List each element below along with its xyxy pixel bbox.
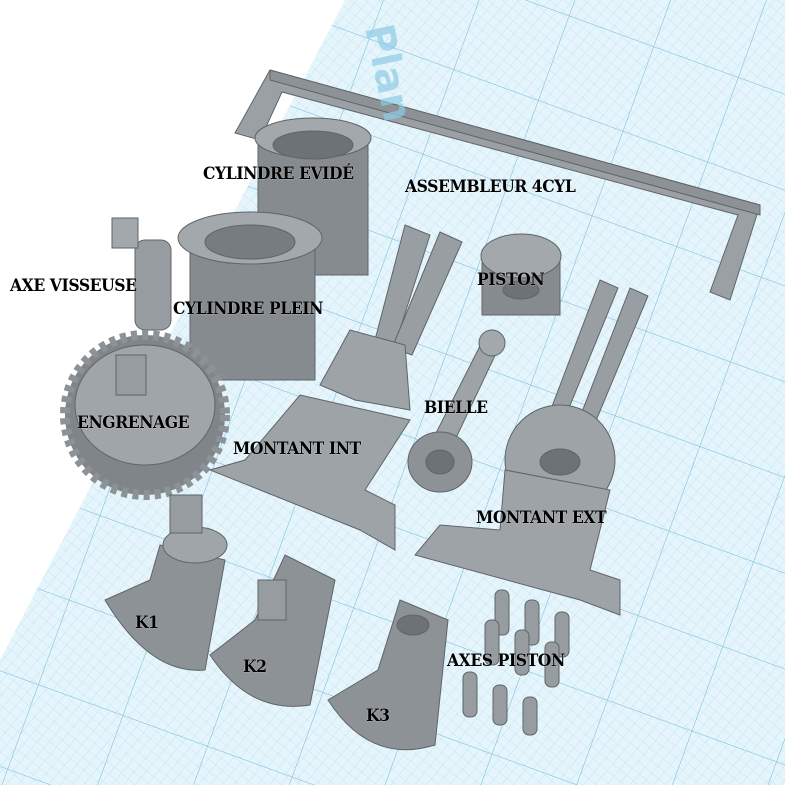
label-cylindre-plein: CYLINDRE PLEIN <box>173 299 324 319</box>
label-k1: K1 <box>135 613 159 633</box>
cylindre-plein-part[interactable] <box>177 211 323 381</box>
label-k3: K3 <box>366 706 390 726</box>
label-montant-int: MONTANT INT <box>233 439 361 459</box>
axes-piston-part[interactable] <box>462 589 570 736</box>
engrenage-part[interactable] <box>60 330 230 500</box>
montant-int-part[interactable] <box>208 224 463 551</box>
montant-ext-part[interactable] <box>414 279 649 616</box>
label-bielle: BIELLE <box>424 398 488 418</box>
k2-part[interactable] <box>209 554 336 707</box>
k3-part[interactable] <box>327 599 449 751</box>
label-k2: K2 <box>243 657 267 677</box>
label-assembleur-4cyl: ASSEMBLEUR 4CYL <box>405 177 576 197</box>
axe-visseuse-part[interactable] <box>111 217 172 331</box>
label-axes-piston: AXES PISTON <box>447 651 565 671</box>
piston-part[interactable] <box>480 233 562 316</box>
cylindre-evide-part[interactable] <box>254 117 372 276</box>
k1-part[interactable] <box>104 494 228 671</box>
label-axe-visseuse: AXE VISSEUSE <box>10 276 137 296</box>
label-cylindre-evide: CYLINDRE EVIDÉ <box>203 164 354 184</box>
bielle-part[interactable] <box>407 329 506 493</box>
label-engrenage: ENGRENAGE <box>77 413 190 433</box>
assembleur-4cyl-part[interactable] <box>234 69 761 301</box>
label-montant-ext: MONTANT EXT <box>476 508 607 528</box>
label-piston: PISTON <box>477 270 545 290</box>
